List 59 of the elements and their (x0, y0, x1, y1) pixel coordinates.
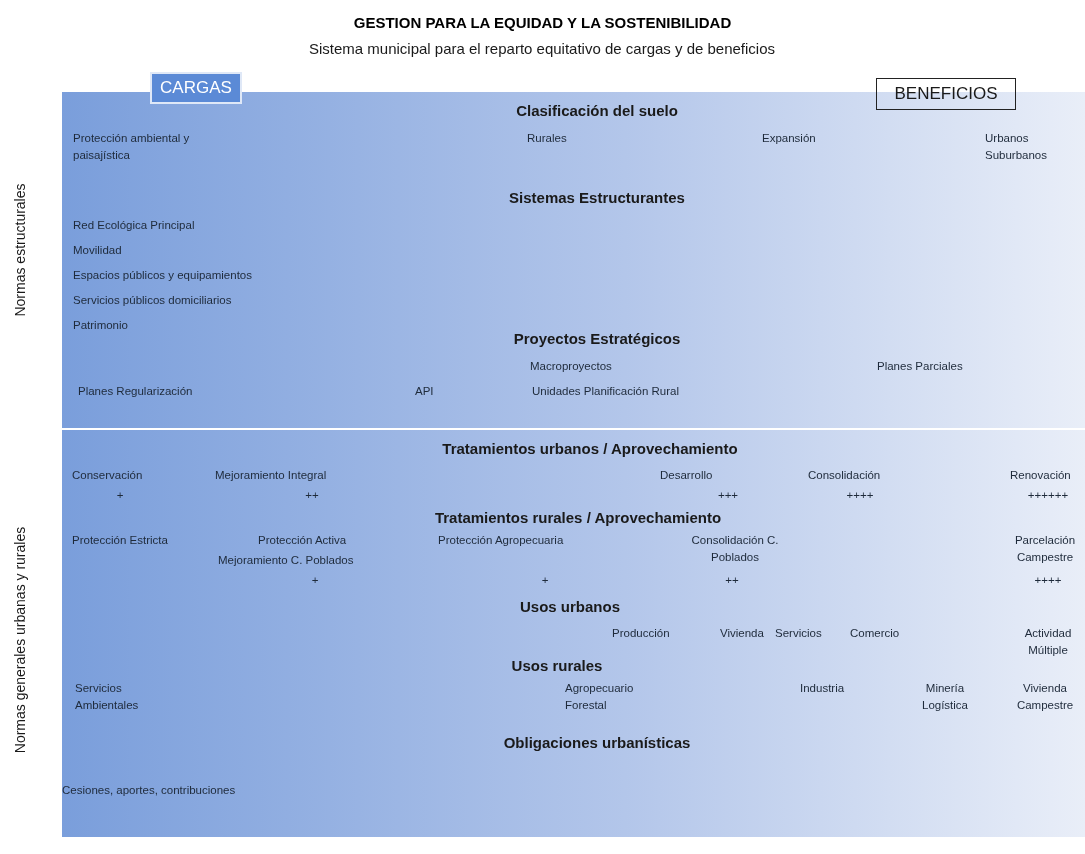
item-label: Protección Activa (258, 533, 347, 548)
section-heading: Clasificación del suelo (516, 101, 678, 121)
item-label: Actividad Múltiple (1024, 626, 1072, 658)
item-label: Producción (612, 626, 670, 641)
section-heading: Obligaciones urbanísticas (503, 733, 691, 753)
axis-label: Normas estructurales (10, 183, 29, 317)
item-label: Consolidación (808, 468, 881, 483)
diagram-title: GESTION PARA LA EQUIDAD Y LA SOSTENIBILIDAD (352, 14, 733, 31)
item-label: Mejoramiento C. Poblados (218, 553, 354, 568)
section-heading: Tratamientos urbanos / Aprovechamiento (442, 439, 738, 459)
item-label: ++++++ (1027, 488, 1069, 503)
section-heading: Sistemas Estructurantes (509, 188, 685, 208)
item-label: Conservación (72, 468, 143, 483)
item-label: ++ (305, 488, 319, 503)
item-label: Macroproyectos (530, 359, 612, 374)
item-label: ++++ (1034, 573, 1062, 588)
item-label: Movilidad (73, 243, 122, 258)
item-label: Rurales (527, 131, 567, 146)
item-label: Vivienda (720, 626, 764, 641)
item-label: Planes Parciales (877, 359, 963, 374)
item-label: Desarrollo (660, 468, 713, 483)
item-label: + (116, 488, 124, 503)
item-label: Servicios Ambientales (75, 681, 139, 713)
item-label: API (415, 384, 434, 399)
item-label: Minería Logística (922, 681, 968, 713)
section-heading: Usos urbanos (520, 597, 620, 617)
item-label: Consolidación C. Poblados (690, 533, 780, 565)
section-heading: Proyectos Estratégicos (513, 329, 681, 349)
item-label: ++++ (846, 488, 874, 503)
item-label: Protección Agropecuaria (438, 533, 564, 548)
item-label: Red Ecológica Principal (73, 218, 195, 233)
item-label: Cesiones, aportes, contribuciones (62, 783, 236, 798)
category-box: CARGAS (150, 72, 242, 104)
category-box: BENEFICIOS (876, 78, 1016, 110)
item-label: Patrimonio (73, 318, 128, 333)
item-label: Vivienda Campestre (1016, 681, 1074, 713)
item-label: ++ (725, 573, 739, 588)
item-label: Agropecuario Forestal (565, 681, 634, 713)
item-label: + (541, 573, 549, 588)
axis-label: Normas generales urbanas y rurales (10, 526, 29, 754)
item-label: Unidades Planificación Rural (532, 384, 680, 399)
item-label: Mejoramiento Integral (215, 468, 327, 483)
item-label: Industria (800, 681, 845, 696)
item-label: Espacios públicos y equipamientos (73, 268, 252, 283)
section-heading: Usos rurales (511, 656, 603, 676)
item-label: Expansión (762, 131, 816, 146)
item-label: Parcelación Campestre (1014, 533, 1076, 565)
item-label: Protección ambiental y paisajística (73, 131, 191, 163)
item-label: Renovación (1010, 468, 1071, 483)
item-label: +++ (717, 488, 739, 503)
item-label: Servicios (775, 626, 822, 641)
item-label: Comercio (850, 626, 900, 641)
item-label: Planes Regularización (78, 384, 193, 399)
item-label: Urbanos Suburbanos (985, 131, 1047, 163)
item-label: + (311, 573, 319, 588)
subtitle: Sistema municipal para el reparto equitativo de cargas y de beneficios (308, 39, 776, 59)
item-label: Servicios públicos domiciliarios (73, 293, 232, 308)
section-heading: Tratamientos rurales / Aprovechamiento (434, 508, 722, 528)
item-label: Protección Estricta (72, 533, 168, 548)
